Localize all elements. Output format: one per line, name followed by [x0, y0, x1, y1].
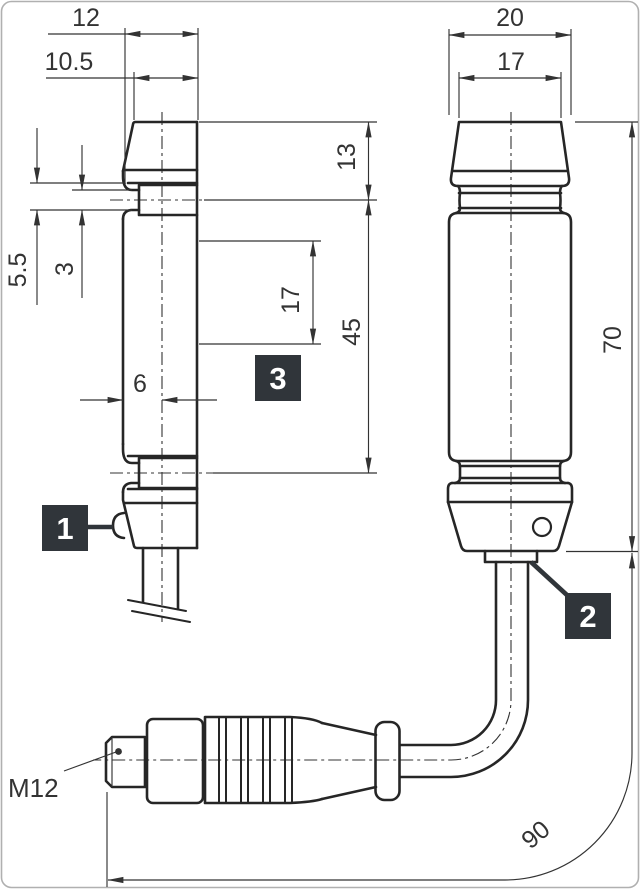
front-lower-neck-lines: [458, 464, 562, 480]
dim-slot-opening: 3: [51, 262, 79, 276]
dim-side-cap-inner-width: 10.5: [45, 48, 94, 76]
callouts: 1 2 3: [42, 355, 611, 639]
dim-slot-depth: 5.5: [4, 253, 32, 288]
clamp-screw-bump: [111, 511, 126, 540]
knurled-nut: [145, 717, 205, 805]
front-upper-neck-lines: [457, 191, 563, 210]
side-bottom-cap-outline: [121, 490, 199, 550]
dimensions: 12 10.5 20 17 13 45 17 5.5 3 6 70: [4, 4, 636, 884]
callout-1-box: [42, 505, 88, 551]
dim-axis-depth: 6: [133, 370, 147, 398]
dim-cap-height: 13: [333, 143, 361, 171]
dim-front-cap-outer-width: 20: [496, 4, 524, 32]
dim-side-cap-outer-width: 12: [72, 4, 100, 32]
dim-axis-spacing: 45: [338, 318, 366, 346]
m12-leader-line: [63, 751, 117, 772]
side-view: [111, 120, 199, 623]
upper-slot-bottom-hook: [121, 208, 141, 221]
front-lower-neck-sides: [453, 459, 567, 485]
callout-2-leader: [529, 560, 570, 598]
front-upper-neck-sides: [454, 184, 566, 215]
side-cap-top: [121, 120, 199, 173]
callout-3-box: [255, 355, 301, 401]
front-housing-lines: [446, 481, 574, 504]
connector-thread-label: M12: [8, 773, 59, 803]
front-housing-outline: [446, 481, 574, 553]
side-cable-edges: [141, 546, 180, 611]
boot-collar: [374, 720, 401, 802]
leader-dot: [115, 748, 122, 755]
front-cap-outline: [449, 120, 571, 188]
front-view: [398, 120, 574, 779]
cable-break-lines: [127, 599, 191, 623]
front-body-outline: [447, 211, 573, 463]
strain-relief-boot: [320, 721, 378, 801]
callout-2-box: [565, 593, 611, 639]
dim-cable-length: 90: [516, 815, 555, 854]
led-indicator-hole: [531, 516, 553, 538]
dim-window-height: 17: [277, 286, 305, 314]
lower-slot-bottom-hook: [121, 481, 141, 494]
dim-housing-height: 70: [599, 326, 627, 354]
lower-slot-top-hook: [121, 442, 141, 465]
cable-inner-edge: [398, 560, 498, 747]
callout-3-label: 3: [269, 361, 286, 396]
dim-front-cap-inner-width: 17: [497, 48, 525, 76]
callout-2-label: 2: [579, 599, 596, 634]
callout-1-label: 1: [56, 511, 73, 546]
